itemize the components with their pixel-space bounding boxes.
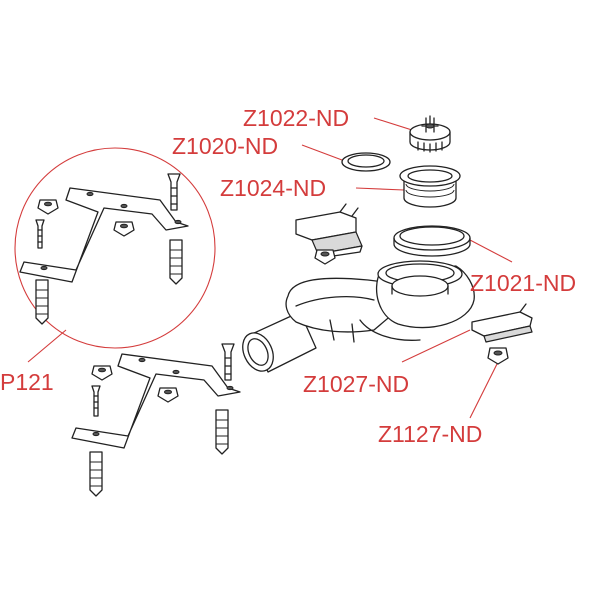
leader-z1022 <box>373 117 413 131</box>
support-bracket-kit <box>71 343 241 497</box>
label-z1021: Z1021-ND <box>470 270 576 296</box>
leader-z1027 <box>401 329 471 363</box>
leader-lines <box>14 117 513 419</box>
label-z1027: Z1027-ND <box>303 371 409 397</box>
threaded-sleeve-part <box>399 165 461 208</box>
grate-part <box>409 115 451 153</box>
label-z1024: Z1024-ND <box>220 175 326 201</box>
label-z1022: Z1022-ND <box>243 105 349 131</box>
label-p121: P121 <box>0 369 54 395</box>
seal-ring-part <box>341 152 391 172</box>
label-z1127: Z1127-ND <box>378 421 482 447</box>
leader-p121 <box>27 329 67 363</box>
support-bracket-kit-detail <box>19 173 189 325</box>
label-z1020: Z1020-ND <box>172 133 278 159</box>
hex-nut-lower <box>487 347 509 365</box>
p121-callout-circle <box>14 147 216 349</box>
drain-body <box>242 260 475 373</box>
mounting-clip-lower <box>471 303 533 343</box>
leader-z1020 <box>301 144 343 161</box>
leader-z1127 <box>469 361 499 419</box>
leader-z1021 <box>469 239 513 263</box>
flange-ring-part <box>393 225 471 257</box>
hex-nut-upper <box>314 249 336 265</box>
leader-z1024 <box>355 187 405 191</box>
